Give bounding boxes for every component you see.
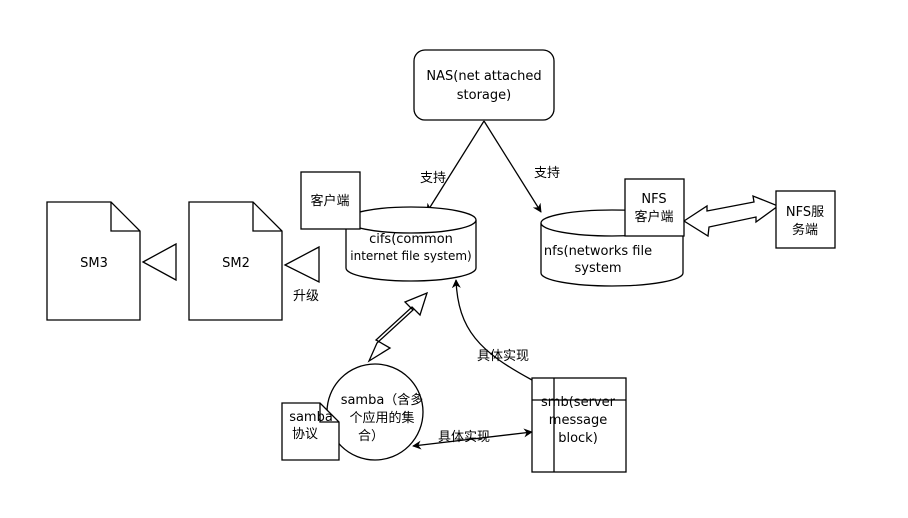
edge-samba-to-smb: 具体实现 bbox=[412, 428, 533, 450]
node-smb[interactable]: smb(server message block) bbox=[531, 377, 627, 473]
node-nas[interactable]: NAS(net attached storage) bbox=[413, 49, 555, 121]
cifs-label-line-1: cifs(common bbox=[369, 232, 453, 247]
node-sm2-document[interactable]: SM2 bbox=[188, 201, 283, 321]
edge-label-implementation-smb: 具体实现 bbox=[438, 430, 490, 445]
node-nfs-server[interactable]: NFS服 务端 bbox=[775, 190, 836, 249]
node-samba-protocol[interactable]: samba 协议 bbox=[281, 402, 340, 461]
edge-smb-to-cifs: 具体实现 bbox=[451, 279, 533, 381]
nas-label-line-1: NAS(net attached bbox=[426, 69, 541, 84]
smb-label-line-1: smb(server bbox=[541, 395, 616, 410]
smb-label-line-2: message bbox=[549, 413, 607, 428]
edge-label-support-cifs: 支持 bbox=[420, 171, 446, 186]
upgrade-label: 升级 bbox=[293, 289, 319, 304]
upgrade-arrow-sm2: 升级 bbox=[283, 245, 320, 304]
samba-label-line-2: 个应用的集 bbox=[349, 410, 414, 426]
node-sm3-document[interactable]: SM3 bbox=[46, 201, 141, 321]
upgrade-arrow-sm3-sm2 bbox=[141, 242, 177, 282]
node-nfs-client[interactable]: NFS 客户端 bbox=[624, 178, 685, 237]
samba-protocol-label-line-1: samba bbox=[289, 410, 333, 425]
edge-label-support-nfs: 支持 bbox=[534, 166, 560, 181]
node-cifs-client[interactable]: 客户端 bbox=[300, 171, 361, 230]
edge-label-implementation-cifs: 具体实现 bbox=[477, 349, 529, 364]
edge-nas-to-nfs: 支持 bbox=[483, 120, 560, 213]
node-samba[interactable]: samba（含多 个应用的集 合） bbox=[326, 363, 424, 461]
sm2-label: SM2 bbox=[222, 256, 250, 271]
smb-label-line-3: block) bbox=[558, 431, 598, 446]
nfs-client-label-line-2: 客户端 bbox=[634, 209, 673, 225]
nas-label-line-2: storage) bbox=[457, 88, 511, 103]
double-arrow-samba-cifs bbox=[367, 291, 429, 363]
samba-label-line-1: samba（含多 bbox=[341, 392, 424, 408]
cifs-label-line-2: internet file system) bbox=[350, 249, 471, 263]
edge-nas-to-cifs: 支持 bbox=[420, 120, 485, 213]
nfs-label-line-2: system bbox=[575, 261, 622, 276]
sm3-label: SM3 bbox=[80, 256, 108, 271]
double-arrow-nfs-client-server bbox=[682, 194, 780, 238]
nfs-label-line-1: nfs(networks file bbox=[544, 244, 652, 259]
node-cifs-database[interactable]: cifs(common internet file system) bbox=[345, 206, 477, 282]
samba-protocol-label-line-2: 协议 bbox=[292, 427, 318, 442]
samba-label-line-3: 合） bbox=[358, 429, 384, 444]
nfs-server-label-line-1: NFS服 bbox=[786, 205, 824, 220]
nfs-client-label-line-1: NFS bbox=[641, 192, 666, 207]
nfs-server-label-line-2: 务端 bbox=[792, 222, 818, 238]
cifs-client-label: 客户端 bbox=[310, 193, 349, 209]
